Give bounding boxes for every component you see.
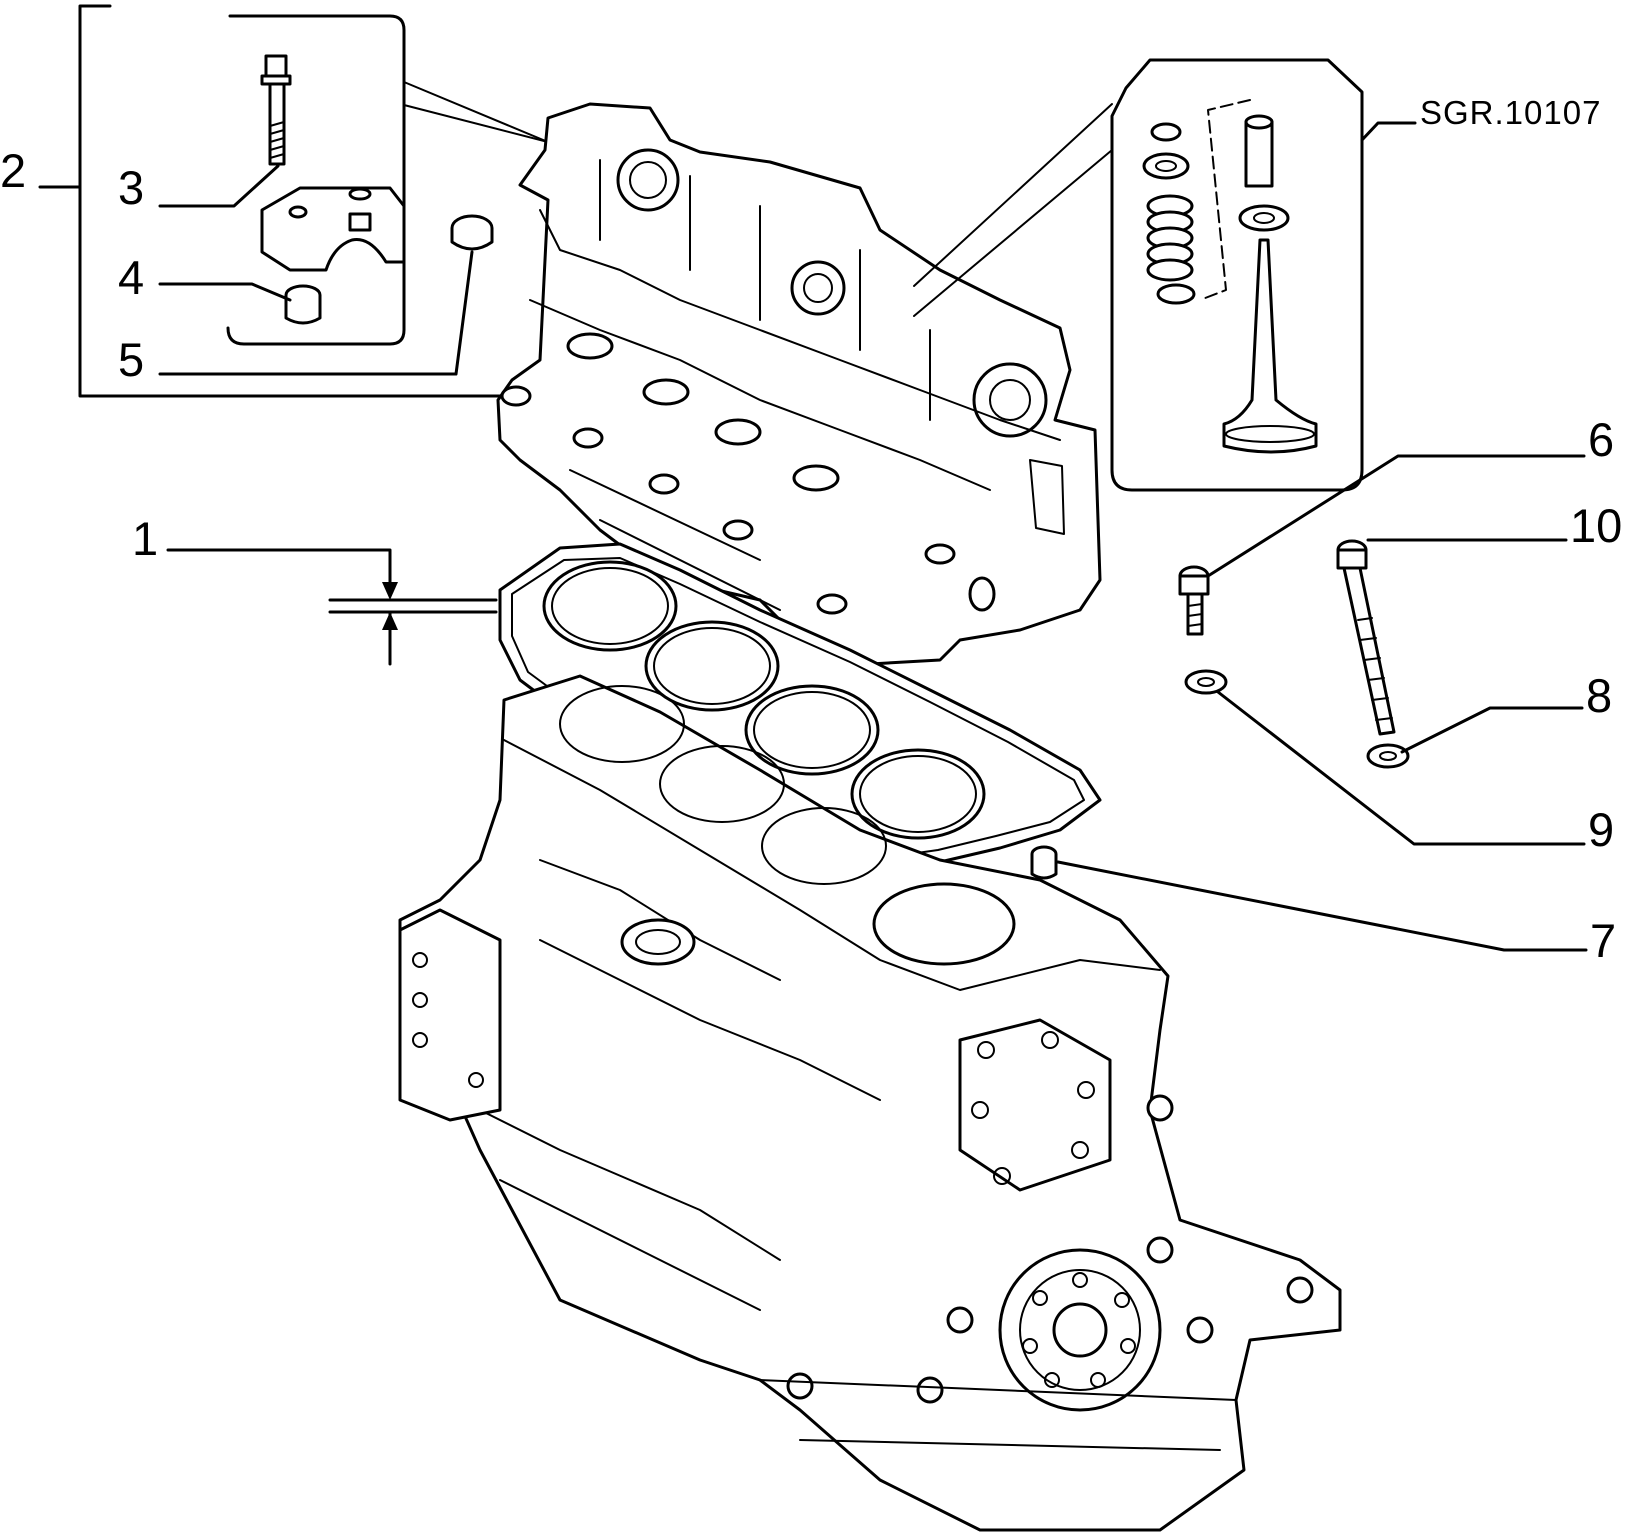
callout-6-label: 6 [1588,413,1614,466]
thickness-arrow-top [382,582,398,600]
reference-code-leader [1360,121,1417,142]
callout-8-leader [1400,706,1584,754]
callout-9-leader [1216,690,1586,846]
valve-spring-part [1146,194,1194,282]
callout-3-label: 3 [118,161,144,214]
callout-3-leader [158,164,280,208]
callout-2-bracket [78,4,502,398]
callout-2-label: 2 [0,144,26,197]
callout-6-leader [1206,454,1586,578]
callout-5-label: 5 [118,333,144,386]
callout-4-leader [158,282,292,302]
callout-4-label: 4 [118,251,144,304]
callout-8-label: 8 [1586,669,1612,722]
callout-7-label: 7 [1590,914,1616,967]
callout-9-label: 9 [1588,803,1614,856]
reference-code: SGR.10107 [1420,94,1601,131]
cap-bolt-part [260,54,292,166]
head-bolt-part [1336,539,1396,736]
camshaft-cap-part [260,186,406,272]
engine-block [398,674,1342,1532]
short-bolt-part [1178,565,1210,636]
callout-7-leader [1056,860,1588,952]
dowel-pin-part [1030,845,1058,880]
gasket-thickness-lines [328,598,498,614]
valve-part [1222,238,1318,454]
callout-1-label: 1 [132,512,158,565]
bushing-part [284,284,322,325]
head-gasket [498,542,1102,872]
plug-part [450,214,494,251]
valve-assembly-inset [913,58,1364,492]
camshaft-cap-inset [226,14,549,346]
callout-1-leader [166,548,392,596]
callout-10-label: 10 [1570,499,1622,552]
washer-large-part [1366,743,1410,769]
callout-5-leader [158,250,474,376]
washer-small-part [1184,669,1228,695]
